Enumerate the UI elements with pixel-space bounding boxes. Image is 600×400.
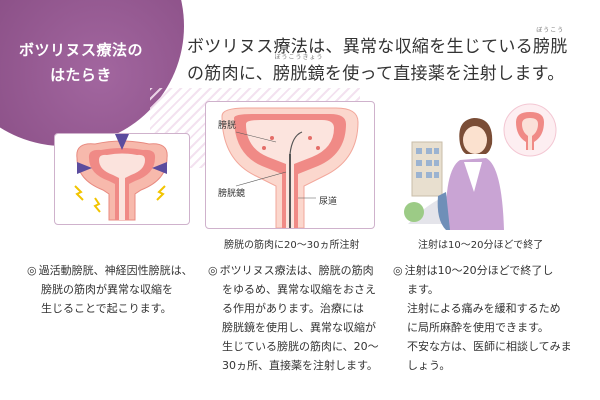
page-title-line2: はたらき <box>50 66 112 84</box>
furigana-cystoscope: ぼうこうきょう <box>274 54 324 61</box>
col3-line2: ます。 <box>407 283 439 296</box>
bullet-icon: ◎ <box>393 264 403 277</box>
headline-line1: ボツリヌス療法は、異常な収縮を生じているぼうこう膀胱 <box>187 27 587 61</box>
col1-line3: 生じることで起こります。 <box>41 302 172 315</box>
col3-line4: に局所麻酔を使用できます。 <box>407 321 549 334</box>
headline-line2: の筋肉に、ぼうこうきょう膀胱鏡を使って直接薬を注射します。 <box>187 54 587 88</box>
arrow-right-icon <box>77 162 92 174</box>
label-cystoscope: 膀胱鏡 <box>218 189 246 199</box>
col2-line3: る作用があります。治療には <box>222 302 364 315</box>
col3-line5: 不安な方は、医師に相談してみま <box>407 340 572 353</box>
headline: ボツリヌス療法は、異常な収縮を生じているぼうこう膀胱 の筋肉に、ぼうこうきょう膀… <box>187 27 587 88</box>
bladder-contraction-illustration <box>54 133 190 225</box>
col2-line4: 膀胱鏡を使用し、異常な収縮が <box>222 321 376 334</box>
ruby-cystoscope: ぼうこうきょう膀胱鏡 <box>273 54 325 88</box>
page-title-line1: ボツリヌス療法の <box>18 41 143 59</box>
col2-line2: をゆるめ、異常な収縮をおさえ <box>222 283 376 296</box>
bladder-contraction-svg <box>74 134 168 221</box>
col2-line5: 生じている膀胱の筋肉に、20～ <box>222 340 379 353</box>
arrow-down-icon <box>115 134 129 150</box>
col3-line6: しょう。 <box>407 359 451 372</box>
bullet-icon: ◎ <box>27 264 37 277</box>
col2-line6: 30ヵ所、直接薬を注射します。 <box>222 359 378 372</box>
label-urethra: 尿道 <box>319 197 338 207</box>
headline-text-a: ボツリヌス療法は、異常な収縮を生じている <box>187 37 533 57</box>
col3-text-1: 注射は10～20分ほどで終了し <box>404 264 554 277</box>
col2-line1: ◎ボツリヌス療法は、膀胱の筋肉 <box>208 261 383 280</box>
col2-text-1: ボツリヌス療法は、膀胱の筋肉 <box>219 264 374 277</box>
injection-diagram-svg <box>221 107 359 229</box>
col3-line1: ◎注射は10～20分ほどで終了し <box>393 261 588 280</box>
headline-text-c: を使って直接薬を注射します。 <box>324 64 565 84</box>
column-3: ◎注射は10～20分ほどで終了し ます。 注射による痛みを緩和するため に局所麻… <box>393 261 588 375</box>
caption-duration: 注射は10～20分ほどで終了 <box>418 240 544 251</box>
furigana-bladder: ぼうこう <box>536 27 565 34</box>
arrow-left-icon <box>152 162 167 174</box>
headline-text-b: の筋肉に、 <box>187 64 273 84</box>
headline-bladder-word: 膀胱 <box>533 37 568 57</box>
column-1: ◎過活動膀胱、神経因性膀胱は、 膀胱の筋肉が異常な収縮を 生じることで起こります… <box>27 261 202 318</box>
bullet-icon: ◎ <box>208 264 218 277</box>
column-2: ◎ボツリヌス療法は、膀胱の筋肉 をゆるめ、異常な収縮をおさえ る作用があります。… <box>208 261 383 375</box>
doctor-illustration-svg <box>404 103 557 230</box>
label-bladder: 膀胱 <box>218 121 237 131</box>
doctor-illustration <box>400 100 560 230</box>
col1-line1: ◎過活動膀胱、神経因性膀胱は、 <box>27 261 202 280</box>
ruby-bladder: ぼうこう膀胱 <box>533 27 568 61</box>
col1-text-1: 過活動膀胱、神経因性膀胱は、 <box>38 264 193 277</box>
page-title: ボツリヌス療法の はたらき <box>6 38 156 88</box>
col3-line3: 注射による痛みを緩和するため <box>407 302 561 315</box>
col1-line2: 膀胱の筋肉が異常な収縮を <box>41 283 173 296</box>
headline-cystoscope-word: 膀胱鏡 <box>273 64 325 84</box>
caption-injection-sites: 膀胱の筋肉に20～30ヵ所注射 <box>224 240 360 251</box>
injection-diagram: 膀胱 膀胱鏡 尿道 <box>205 101 375 229</box>
